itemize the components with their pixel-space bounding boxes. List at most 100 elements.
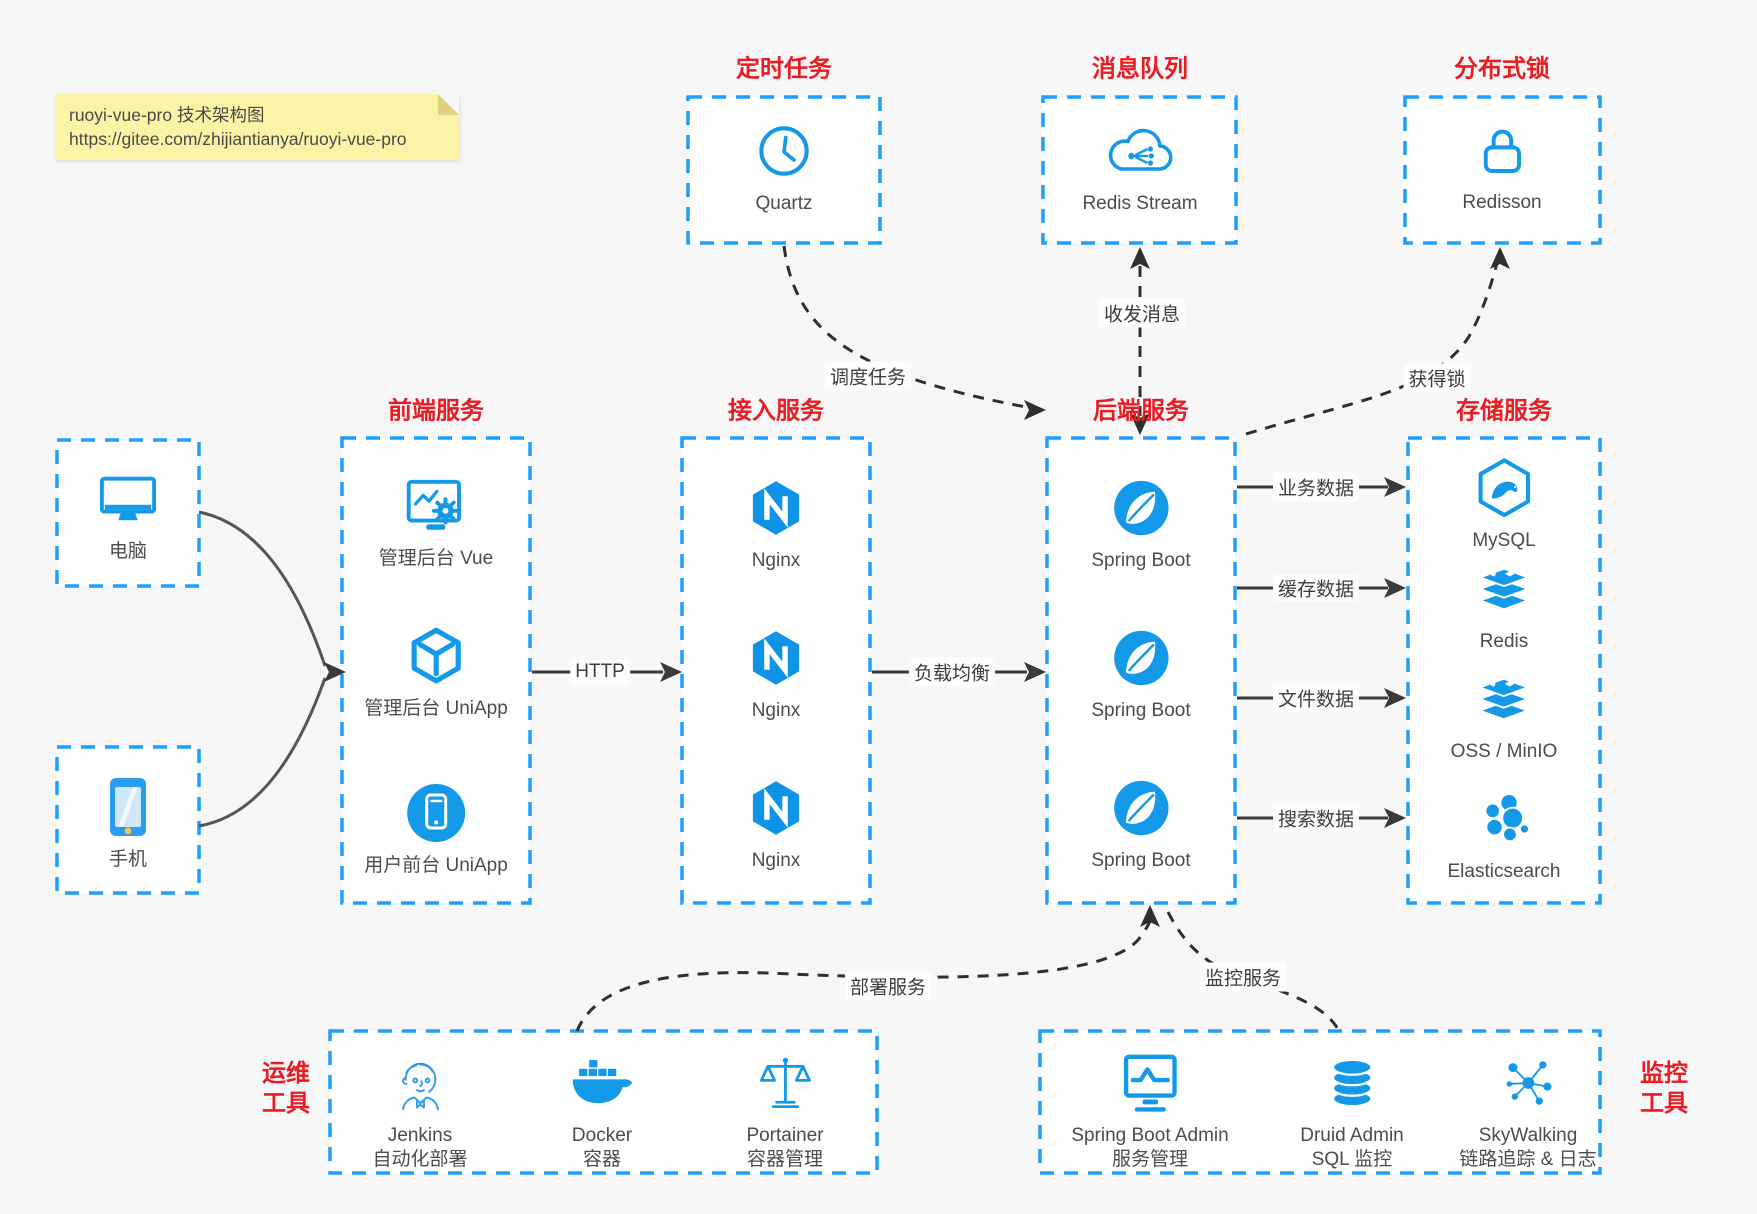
title-monitor-tools: 监控 工具 [1640,1059,1688,1119]
node-elasticsearch: Elasticsearch [1448,786,1561,884]
node-mobile: 手机 [105,774,151,872]
spring-leaf-icon [1111,625,1171,691]
node-label-line2: 链路追踪 & 日志 [1459,1149,1597,1170]
node-mysql: MySQL [1472,455,1536,553]
solid-arrows [532,485,1388,820]
uniapp-cube-icon [406,623,466,689]
node-label: 管理后台 UniApp [364,698,508,719]
node-spring-boot-admin: Spring Boot Admin 服务管理 [1071,1050,1229,1172]
client-arrows [198,510,327,828]
admin-dashboard-icon [405,473,467,539]
edge-label-search-data: 搜索数据 [1272,803,1360,833]
edge-label-monitoring: 监控服务 [1199,962,1287,992]
node-redis: Redis [1473,556,1535,654]
edge-label-schedule-task: 调度任务 [824,361,912,391]
monitor-title-line2: 工具 [1640,1090,1688,1117]
node-label-line1: Portainer [746,1125,824,1146]
nginx-hexagon-icon [747,625,805,691]
database-icon [1324,1050,1380,1116]
node-label: Spring Boot Admin 服务管理 [1071,1124,1228,1172]
node-nginx-2: Nginx [747,625,805,723]
sticky-note: ruoyi-vue-pro 技术架构图 https://gitee.com/zh… [55,94,459,160]
title-storage: 存储服务 [1456,397,1552,425]
redis-stack-icon [1473,556,1535,622]
desktop-icon [97,466,159,532]
clock-icon [755,118,813,184]
node-label-line2: 容器 [582,1149,621,1170]
node-spring-boot-1: Spring Boot [1091,475,1191,573]
monitor-pulse-icon [1119,1050,1181,1116]
redis-stack-icon [1473,666,1535,732]
title-distributed-lock: 分布式锁 [1454,55,1550,83]
node-label: Spring Boot [1091,700,1191,721]
note-title: ruoyi-vue-pro 技术架构图 [69,105,265,125]
network-nodes-icon [1499,1050,1557,1116]
ops-title-line2: 工具 [262,1090,310,1117]
node-docker: Docker 容器 [569,1050,635,1172]
node-spring-boot-2: Spring Boot [1091,625,1191,723]
docker-whale-icon [569,1050,635,1116]
node-label: Docker 容器 [572,1124,632,1172]
node-label-line1: Druid Admin [1300,1125,1404,1146]
title-scheduled-job: 定时任务 [736,55,832,83]
node-label: 用户前台 UniApp [364,855,508,876]
node-label-line1: SkyWalking [1478,1125,1578,1146]
node-label: Redisson [1462,192,1542,213]
note-url: https://gitee.com/zhijiantianya/ruoyi-vu… [69,129,407,149]
edge-label-messages: 收发消息 [1098,298,1186,328]
edge-label-acquire-lock: 获得锁 [1403,363,1471,393]
spring-leaf-icon [1111,775,1171,841]
node-admin-uniapp: 管理后台 UniApp [364,623,508,721]
node-label: MySQL [1472,530,1536,551]
title-gateway: 接入服务 [728,397,824,425]
mobile-app-circle-icon [404,780,468,846]
node-label: Nginx [751,700,801,721]
node-label: Spring Boot [1091,850,1191,871]
title-message-queue: 消息队列 [1092,55,1188,83]
edge-label-deploy: 部署服务 [844,971,932,1001]
edge-label-business-data: 业务数据 [1272,472,1360,502]
edge-label-load-balance: 负载均衡 [908,657,996,687]
mysql-dolphin-icon [1473,455,1535,521]
edge-label-file-data: 文件数据 [1272,683,1360,713]
lock-icon [1474,117,1530,183]
node-admin-vue: 管理后台 Vue [379,473,493,571]
node-skywalking: SkyWalking 链路追踪 & 日志 [1459,1050,1597,1172]
node-label: Quartz [755,193,813,214]
title-backend: 后端服务 [1093,397,1189,425]
node-redis-stream: Redis Stream [1082,118,1198,216]
node-label-line2: SQL 监控 [1311,1149,1393,1170]
node-label: 电脑 [108,541,147,562]
nginx-hexagon-icon [747,475,805,541]
smartphone-icon [105,774,151,840]
node-label: 管理后台 Vue [378,548,494,569]
node-label: Redis [1479,631,1529,652]
dashed-arrowheads [1024,247,1510,927]
edge-label-cache-data: 缓存数据 [1272,573,1360,603]
title-ops-tools: 运维 工具 [262,1059,310,1119]
node-label-line2: 服务管理 [1111,1149,1188,1170]
node-label-line1: Docker [571,1125,633,1146]
node-spring-boot-3: Spring Boot [1091,775,1191,873]
spring-leaf-icon [1111,475,1171,541]
cloud-message-icon [1102,118,1178,184]
solid-arrowheads [324,477,1406,828]
node-label-line1: Spring Boot Admin [1071,1125,1229,1146]
node-nginx-1: Nginx [747,475,805,573]
monitor-title-line1: 监控 [1640,1060,1688,1087]
node-label: OSS / MinIO [1450,741,1558,762]
node-label: SkyWalking 链路追踪 & 日志 [1459,1124,1596,1172]
node-label: Nginx [751,850,801,871]
title-frontend: 前端服务 [388,397,484,425]
node-label-line1: Jenkins [387,1125,453,1146]
node-label: Spring Boot [1091,550,1191,571]
node-pc: 电脑 [97,466,159,564]
scheduled-job-box [686,95,882,245]
node-oss-minio: OSS / MinIO [1450,666,1558,764]
